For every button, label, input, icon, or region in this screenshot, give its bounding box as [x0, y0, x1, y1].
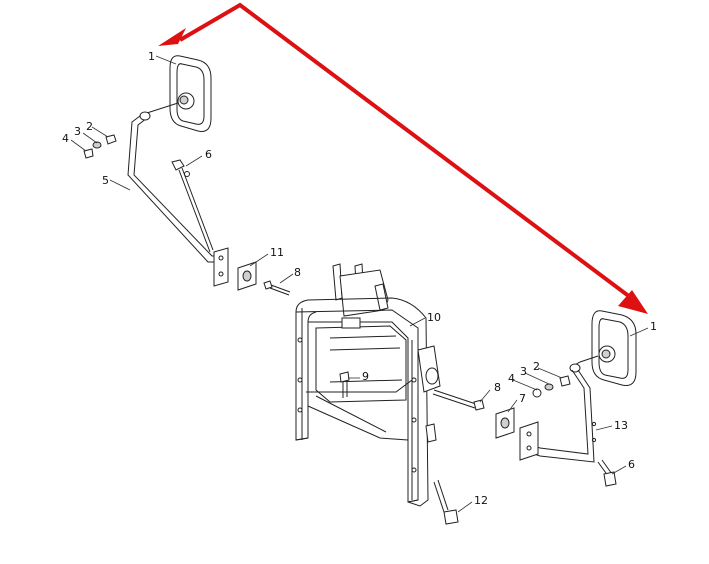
mirror-arm-right	[519, 355, 599, 463]
bolt-12	[433, 479, 459, 525]
callout-5: 5	[102, 174, 109, 187]
callout-8-right: 8	[494, 381, 501, 394]
callout-6-bottom: 6	[628, 458, 635, 471]
callout-13: 13	[614, 419, 628, 432]
bolt-6-bottom	[597, 459, 617, 487]
fasteners-top-left	[83, 134, 117, 159]
callout-2-right: 2	[533, 360, 540, 373]
bolt-9	[339, 371, 350, 398]
bolt-8-left	[263, 280, 291, 296]
red-double-arrow	[158, 2, 648, 314]
callout-4-right: 4	[508, 372, 515, 385]
callout-1-top: 1	[148, 50, 155, 63]
callout-3-right: 3	[520, 365, 527, 378]
mirror-arm-left	[127, 102, 229, 287]
callout-12: 12	[474, 494, 488, 507]
callout-2-left: 2	[86, 120, 93, 133]
center-frame	[295, 263, 441, 507]
bracket-7	[495, 407, 515, 439]
callout-7: 7	[519, 392, 526, 405]
bolt-8-right	[432, 389, 485, 411]
leader-lines	[70, 55, 649, 513]
callout-labels: 1 2 3 4 5 6 11 8 10 9 8 4 3 2 7 1 13 6 1…	[62, 50, 657, 507]
bolt-6-top	[171, 159, 214, 253]
callout-9: 9	[362, 370, 369, 383]
fasteners-right	[532, 375, 571, 398]
callout-10: 10	[427, 311, 441, 324]
callout-3-left: 3	[74, 125, 81, 138]
mirror-right	[591, 310, 637, 386]
callout-11: 11	[270, 246, 284, 259]
callout-6-top: 6	[205, 148, 212, 161]
callout-1-right: 1	[650, 320, 657, 333]
mirror-left	[169, 55, 212, 132]
bracket-11	[237, 261, 257, 291]
callout-8-left: 8	[294, 266, 301, 279]
callout-4-left: 4	[62, 132, 69, 145]
